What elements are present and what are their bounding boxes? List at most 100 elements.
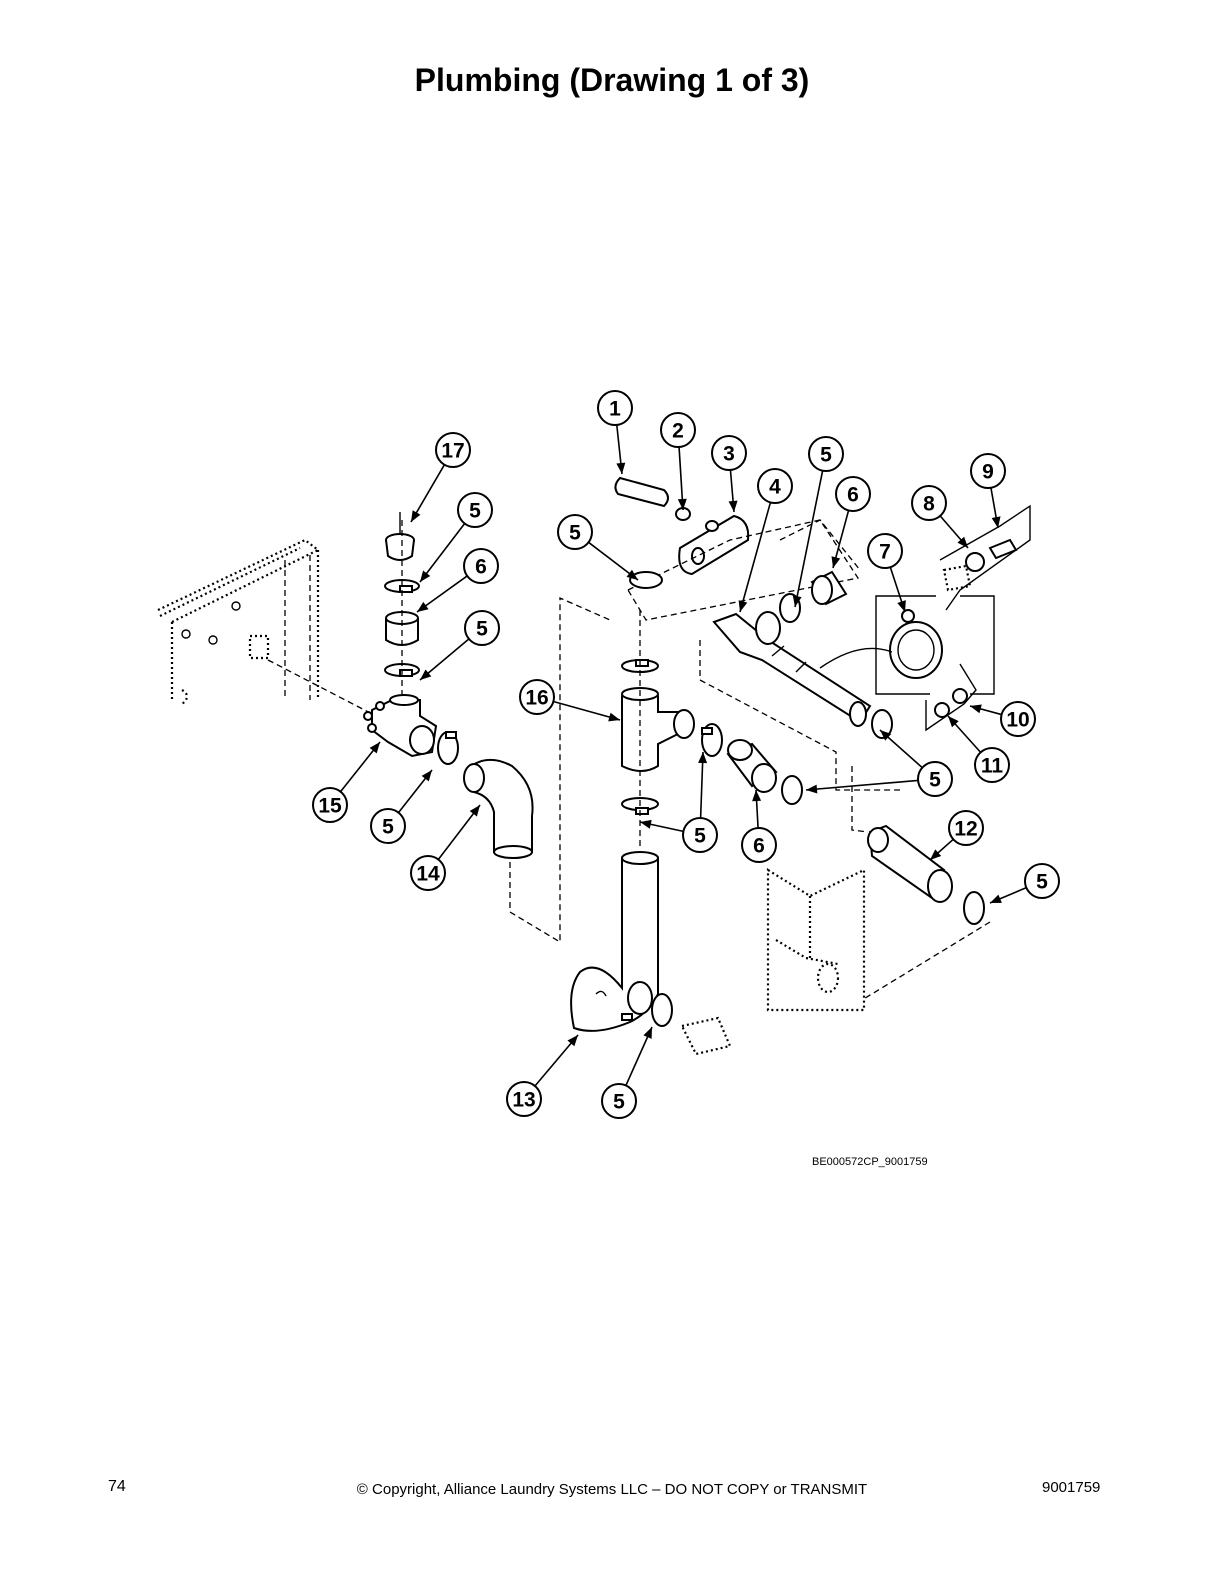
callout-8: 8	[911, 485, 947, 521]
leader-arrow-6	[417, 601, 429, 612]
leader-line-16	[553, 700, 621, 721]
leader-arrow-8	[957, 536, 968, 548]
leader-arrow-5	[806, 784, 818, 794]
callout-label: 15	[318, 795, 342, 818]
callout-5: 5	[808, 436, 844, 472]
callout-17: 17	[435, 432, 471, 468]
clamp-tee-right	[701, 723, 723, 757]
callout-label: 2	[672, 420, 684, 443]
leader-arrow-10	[970, 704, 982, 714]
leader-line-17	[410, 464, 446, 523]
document-number: 9001759	[1042, 1479, 1101, 1496]
callout-2: 2	[660, 412, 696, 448]
callout-label: 17	[441, 440, 464, 463]
leader-line-13	[534, 1034, 579, 1087]
leader-line-5	[805, 779, 919, 791]
leader-arrow-5	[880, 730, 892, 741]
callout-label: 5	[569, 522, 581, 545]
callout-label: 5	[469, 500, 481, 523]
callout-label: 5	[613, 1091, 625, 1114]
leader-arrow-5	[643, 1027, 652, 1039]
leader-arrow-1	[616, 462, 626, 474]
callout-label: 6	[475, 556, 487, 579]
leader-arrow-15	[369, 742, 380, 754]
leader-arrow-5	[792, 595, 802, 607]
page-title: Plumbing (Drawing 1 of 3)	[414, 62, 810, 98]
part-8-9-screw-inset	[939, 504, 1031, 611]
leader-arrow-7	[897, 600, 906, 612]
callout-label: 5	[820, 444, 832, 467]
leader-arrow-5	[420, 669, 432, 680]
callout-label: 5	[476, 618, 488, 641]
leader-arrow-17	[411, 510, 421, 522]
callout-label: 16	[525, 687, 548, 710]
part-13-trap	[570, 851, 659, 1032]
callout-5: 5	[682, 817, 718, 853]
callout-label: 9	[982, 461, 994, 484]
part-6-coupling-top	[810, 570, 848, 606]
callout-6: 6	[741, 827, 777, 863]
callout-label: 3	[723, 443, 735, 466]
leader-line-5	[794, 470, 824, 608]
leader-line-14	[437, 804, 481, 860]
leader-arrow-11	[948, 716, 959, 728]
part-15-valve	[363, 694, 438, 758]
part-1-hose	[614, 476, 669, 508]
callout-5: 5	[557, 514, 593, 550]
callout-5: 5	[370, 808, 406, 844]
page-number: 74	[108, 1478, 126, 1495]
part-4-pipe	[712, 611, 872, 727]
callout-label: 6	[753, 835, 765, 858]
callout-6: 6	[463, 548, 499, 584]
drain-outlet-phantom	[680, 1016, 732, 1056]
callout-label: 5	[1036, 871, 1048, 894]
callout-label: 12	[954, 818, 977, 841]
leader-line-5	[419, 523, 466, 583]
callout-1: 1	[597, 390, 633, 426]
part-16-tee	[621, 687, 695, 772]
callout-label: 4	[769, 476, 781, 499]
clamp-coupling-lower	[781, 775, 803, 805]
callout-4: 4	[757, 468, 793, 504]
machine-frame	[157, 538, 381, 719]
part-6-coupling-lower	[726, 739, 778, 793]
callout-label: 6	[847, 484, 859, 507]
part-14-elbow	[463, 759, 534, 859]
callout-12: 12	[948, 810, 984, 846]
leader-arrow-16	[608, 712, 620, 722]
leader-arrow-5	[421, 770, 432, 782]
callout-label: 5	[929, 769, 941, 792]
part-7-bracket-box	[819, 595, 995, 695]
leader-arrow-12	[930, 849, 942, 860]
leader-arrow-5	[640, 819, 652, 829]
callout-label: 5	[694, 825, 706, 848]
leader-arrow-5	[420, 570, 431, 582]
copyright-notice: © Copyright, Alliance Laundry Systems LL…	[356, 1481, 868, 1498]
callout-5: 5	[457, 492, 493, 528]
leader-arrow-5	[990, 894, 1002, 903]
clamp-4-end	[871, 709, 893, 739]
callout-label: 13	[512, 1089, 535, 1112]
clamp-15	[437, 731, 459, 765]
clamp-12	[963, 891, 985, 925]
callout-label: 11	[981, 755, 1004, 778]
tank-phantom	[766, 868, 866, 1012]
part-12-reducer	[867, 824, 953, 903]
callout-label: 5	[382, 816, 394, 839]
leader-line-4	[739, 502, 772, 613]
clamp-left-of-3	[629, 571, 663, 589]
callout-16: 16	[519, 679, 555, 715]
callout-label: 10	[1006, 709, 1029, 732]
part-3-tube	[678, 514, 750, 576]
callout-5: 5	[601, 1083, 637, 1119]
callout-label: 7	[879, 541, 891, 564]
callout-label: 1	[609, 398, 621, 421]
callout-label: 8	[923, 493, 935, 516]
callout-6: 6	[835, 476, 871, 512]
leader-arrow-3	[728, 500, 738, 512]
callout-13: 13	[506, 1081, 542, 1117]
leader-arrow-2	[677, 498, 687, 510]
callout-7: 7	[867, 533, 903, 569]
